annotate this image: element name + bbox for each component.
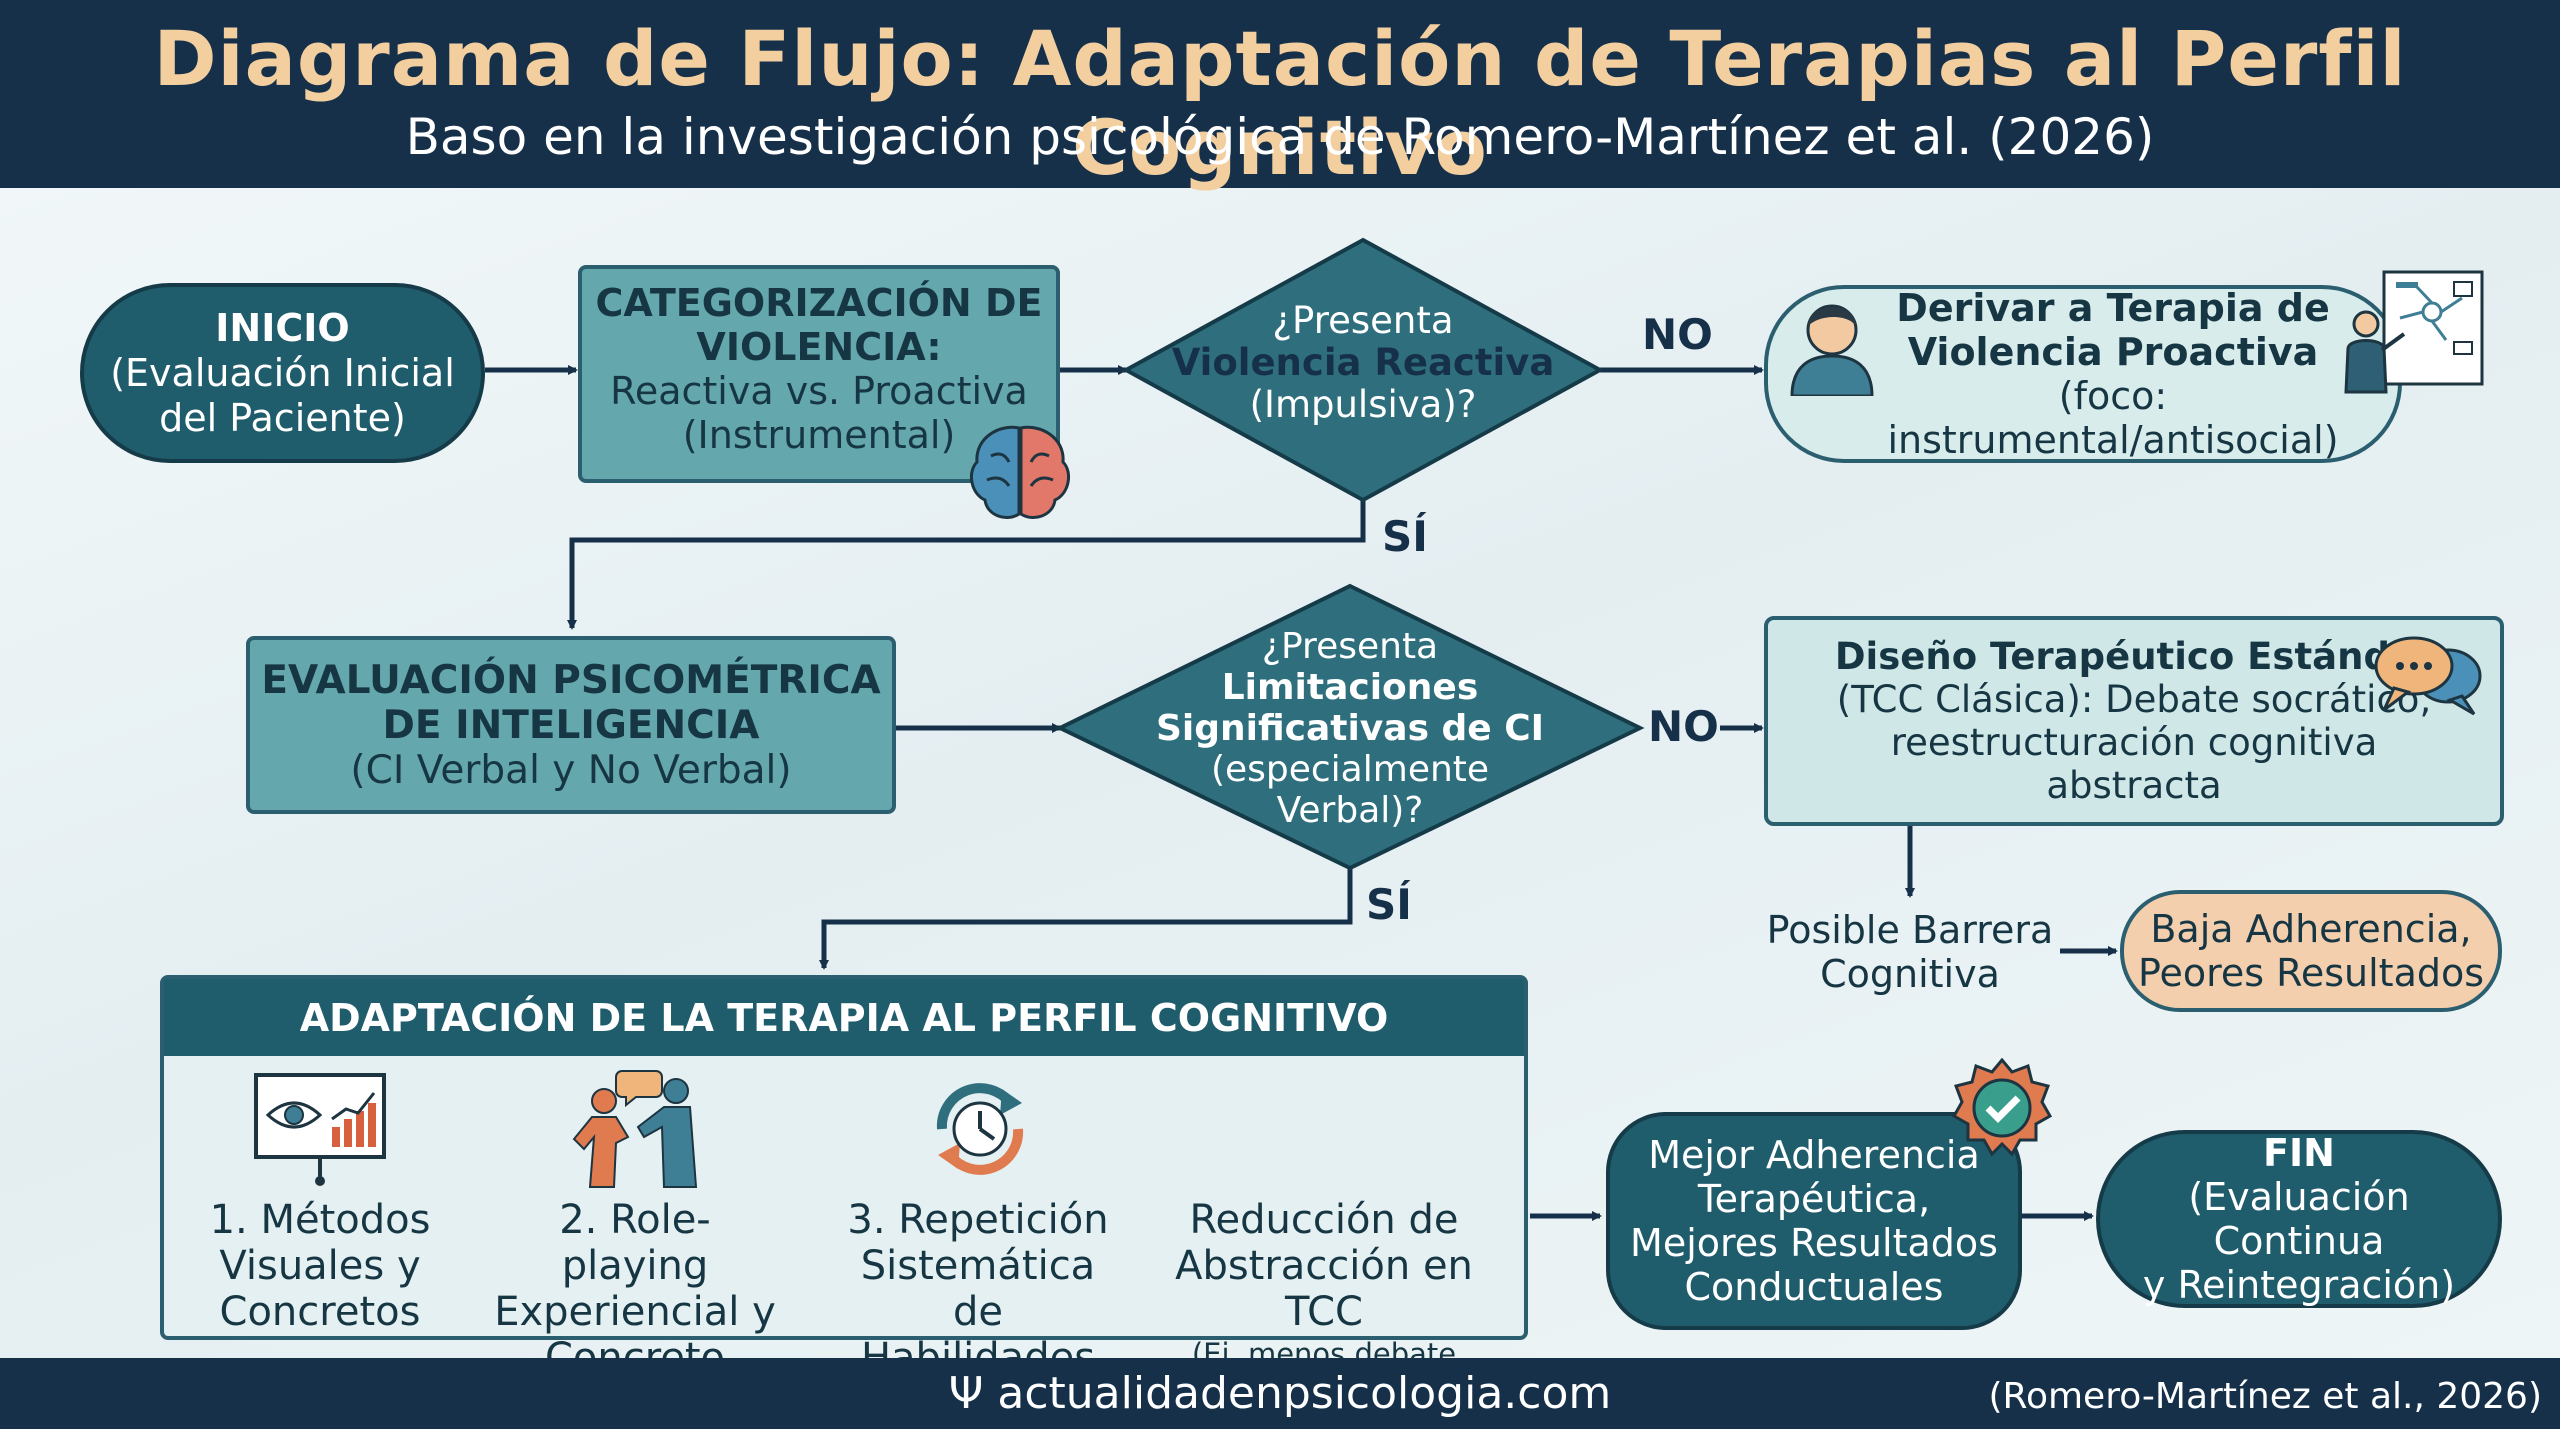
footer-site-url: actualidadenpsicologia.com [997,1368,1612,1419]
end-line2: y Reintegración) [2142,1263,2456,1307]
adaptation-item-1: 1. Métodos Visuales y Concretos [184,1197,456,1335]
footer-citation: (Romero-Martínez et al., 2026) [1988,1376,2542,1417]
categorization-line2: (Instrumental) [682,413,956,457]
decision-diamond-reactiva [1121,237,1605,503]
decision-diamond-ci [1055,583,1645,871]
psi-logo-icon: Ψ [948,1368,984,1419]
item3-line1: 3. Repetición [847,1197,1109,1243]
arrow-si-psicometrica [567,500,1366,630]
adaptation-panel: ADAPTACIÓN DE LA TERAPIA AL PERFIL COGNI… [160,975,1528,1409]
presentation-board-icon [254,1073,386,1186]
psychometric-box: EVALUACIÓN PSICOMÉTRICA DE INTELIGENCIA … [246,636,896,814]
decision-reactiva-text: ¿Presenta Violencia Reactiva (Impulsiva)… [1163,300,1563,426]
start-node: INICIO (Evaluación Inicial del Paciente) [80,283,485,463]
adaptation-header: ADAPTACIÓN DE LA TERAPIA AL PERFIL COGNI… [164,979,1524,1056]
cognitive-barrier-text: Posible Barrera Cognitiva [1760,904,2060,999]
standard-line2: reestructuración cognitiva [1890,721,2378,764]
footer-bar [0,1358,2560,1429]
barrier-line1: Posible Barrera [1766,907,2054,952]
therapist-presentation-icon [2344,270,2484,394]
item4-line2: Abstracción en TCC [1175,1243,1473,1335]
categorization-title1: CATEGORIZACIÓN DE [595,281,1043,325]
better-line3: Mejores Resultados [1630,1221,1998,1265]
proactive-title2: Violencia Proactiva [1907,330,2319,374]
checkmark-badge-icon [1952,1058,2052,1157]
end-line1: (Evaluación Continua [2188,1175,2410,1263]
psychometric-line1: (CI Verbal y No Verbal) [350,747,792,793]
label-no-1: NO [1642,310,1713,359]
decision-ci-text: ¿Presenta Limitaciones Significativas de… [1130,626,1570,831]
item2-line1: 2. Role-playing [559,1197,711,1289]
proactive-line1: (foco: instrumental/antisocial) [1887,374,2339,462]
chat-bubbles-icon [2374,636,2482,716]
proactive-title1: Derivar a Terapia de [1896,286,2330,330]
low-adherence-line1: Baja Adherencia, [2150,907,2472,951]
page-title: Diagrama de Flujo: Adaptación de Terapia… [153,14,2407,192]
label-no-2: NO [1648,702,1719,751]
standard-line1: (TCC Clásica): Debate socrático, [1836,678,2432,721]
role-play-people-icon [572,1070,698,1188]
item1-line3: Concretos [219,1289,421,1335]
barrier-line2: Cognitiva [1820,951,2000,996]
page-subtitle: Baso en la investigación psicológica de … [405,108,2155,166]
arrow-si-adaptacion [819,868,1353,970]
better-outcome-node: Mejor Adherencia Terapéutica, Mejores Re… [1606,1112,2022,1330]
better-line1: Mejor Adherencia [1648,1133,1980,1177]
start-line2: del Paciente) [159,395,406,440]
start-title: INICIO [215,305,350,350]
item3-line2: Sistemática de [860,1243,1096,1335]
adaptation-item-2: 2. Role-playing Experiencial y Concreto [494,1197,776,1381]
decision-ci-line2: Limitaciones [1221,667,1479,708]
low-adherence-line2: Peores Resultados [2137,951,2485,995]
item1-line2: Visuales y [219,1243,421,1289]
item4-line1: Reducción de [1189,1197,1459,1243]
decision-reactiva-line1: ¿Presenta [1272,299,1454,342]
standard-title: Diseño Terapéutico Estándar [1834,635,2434,678]
repeat-clock-icon [936,1083,1024,1175]
decision-ci-line1: ¿Presenta [1261,626,1439,667]
standard-line3: abstracta [2046,764,2222,807]
low-adherence-node: Baja Adherencia, Peores Resultados [2120,890,2502,1012]
end-title: FIN [2263,1131,2335,1175]
categorization-line1: Reactiva vs. Proactiva [610,369,1028,413]
brain-icon [969,425,1071,519]
header-bar [0,0,2560,188]
label-si-2: SÍ [1366,880,1412,929]
decision-ci-line5: Verbal)? [1276,790,1424,831]
label-si-1: SÍ [1382,512,1428,561]
better-line2: Terapéutica, [1697,1177,1931,1221]
patient-avatar-icon [1790,304,1874,396]
end-node: FIN (Evaluación Continua y Reintegración… [2096,1130,2502,1308]
better-line4: Conductuales [1684,1265,1944,1309]
decision-reactiva-line2: Violencia Reactiva [1171,341,1555,384]
item2-line2: Experiencial y [494,1289,776,1335]
standard-design-box: Diseño Terapéutico Estándar (TCC Clásica… [1764,616,2504,826]
adaptation-item-3: 3. Repetición Sistemática de Habilidades [836,1197,1120,1381]
start-line1: (Evaluación Inicial [110,350,455,395]
footer-site[interactable]: Ψ actualidadenpsicologia.com [0,1368,2560,1419]
decision-ci-line3: Significativas de CI [1155,708,1545,749]
decision-ci-line4: (especialmente [1210,749,1490,790]
psychometric-title1: EVALUACIÓN PSICOMÉTRICA [261,657,881,703]
decision-reactiva-line3: (Impulsiva)? [1249,383,1477,426]
psychometric-title2: DE INTELIGENCIA [382,702,760,748]
item1-line1: 1. Métodos [209,1197,431,1243]
categorization-title2: VIOLENCIA: [696,325,942,369]
